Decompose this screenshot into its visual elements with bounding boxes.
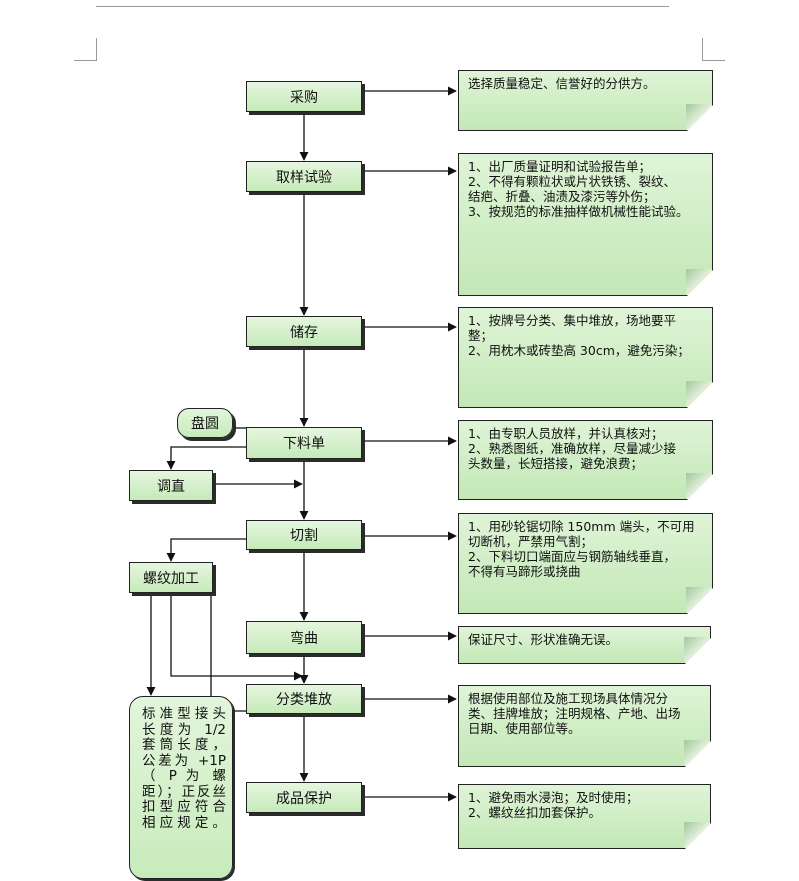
note-bending: 保证尺寸、形状准确无误。	[458, 626, 711, 664]
note-cutting: 1、用砂轮锯切除 150mm 端头，不可用 切断机，严禁用气割； 2、下料切口端…	[458, 513, 713, 614]
step-label: 分类堆放	[276, 692, 332, 708]
arrow-threading-to-main	[170, 593, 303, 681]
note-storage: 1、按牌号分类、集中堆放，场地要平 整； 2、用枕木或砖垫高 30cm，避免污染…	[458, 307, 713, 408]
note-line: 长度为 1/2	[142, 721, 226, 738]
step-cutting: 切割	[246, 520, 362, 550]
note-thread-standard: 标准型接头 长度为 1/2 套筒长度， 公差为 +1P （ P 为 螺 距）；正…	[129, 696, 233, 879]
note-line: 2、熟悉图纸，准确放样，尽量减少接	[468, 441, 676, 456]
side-label: 螺纹加工	[143, 570, 199, 587]
note-line: 扣型应符合	[142, 799, 226, 815]
note-cutting-list: 1、由专职人员放样，并认真核对； 2、熟悉图纸，准确放样，尽量减少接 头数量，长…	[458, 420, 713, 500]
line-threading-to-sorting	[210, 593, 248, 712]
step-storage: 储存	[246, 316, 362, 347]
side-label: 调直	[157, 478, 185, 495]
note-line: （ P 为 螺	[142, 768, 226, 784]
step-label: 弯曲	[290, 630, 318, 647]
note-purchase: 选择质量稳定、信誉好的分供方。	[458, 70, 713, 131]
note-line: 类、挂牌堆放；注明规格、产地、出场	[468, 706, 681, 721]
note-sorting-stacking: 根据使用部位及施工现场具体情况分 类、挂牌堆放；注明规格、产地、出场 日期、使用…	[458, 685, 711, 767]
note-line: 整；	[468, 328, 494, 343]
page-corner-mark-left	[74, 38, 97, 61]
step-label: 下料单	[283, 436, 325, 452]
note-line: 不得有马蹄形或挠曲	[468, 564, 581, 579]
note-line: 公差为 +1P	[142, 752, 226, 769]
page-corner-mark-right	[702, 38, 725, 61]
note-line: 头数量，长短搭接，避免浪费；	[468, 456, 644, 471]
note-line: 根据使用部位及施工现场具体情况分	[468, 691, 669, 706]
note-line: 3、按规范的标准抽样做机械性能试验。	[468, 204, 689, 219]
side-label: 盘圆	[191, 416, 219, 432]
note-line: 选择质量稳定、信誉好的分供方。	[468, 76, 656, 91]
note-line: 保证尺寸、形状准确无误。	[468, 632, 619, 647]
note-line: 标准型接头	[142, 706, 226, 722]
side-coil: 盘圆	[177, 408, 233, 438]
step-cutting-list: 下料单	[246, 427, 362, 459]
note-line: 1、出厂质量证明和试验报告单；	[468, 159, 651, 174]
note-line: 1、由专职人员放样，并认真核对；	[468, 426, 664, 441]
note-product-protection: 1、避免雨水浸泡；及时使用； 2、螺纹丝扣加套保护。	[458, 784, 711, 849]
note-line: 1、避免雨水浸泡；及时使用；	[468, 790, 639, 805]
step-sampling-test: 取样试验	[246, 161, 362, 192]
note-line: 切断机，严禁用气割；	[468, 534, 594, 549]
note-line: 2、用枕木或砖垫高 30cm，避免污染；	[468, 343, 690, 358]
step-label: 切割	[290, 528, 318, 544]
note-line: 相应规定。	[142, 814, 226, 831]
note-line: 结疤、折叠、油渍及漆污等外伤；	[468, 189, 656, 204]
step-label: 成品保护	[276, 790, 332, 807]
step-label: 取样试验	[276, 169, 332, 186]
step-label: 采购	[290, 89, 318, 106]
step-label: 储存	[290, 324, 318, 341]
note-line: 2、下料切口端面应与钢筋轴线垂直，	[468, 549, 676, 564]
note-line: 2、不得有颗粒状或片状铁锈、裂纹、	[468, 174, 676, 189]
note-line: 日期、使用部位等。	[468, 721, 581, 736]
note-line: 距）；正反丝	[142, 783, 226, 800]
note-line: 套筒长度，	[142, 737, 226, 753]
side-thread-processing: 螺纹加工	[129, 562, 213, 593]
arrow-cuttinglist-to-straighten	[166, 446, 246, 470]
step-purchase: 采购	[246, 81, 362, 112]
arrow-cutting-to-threading	[166, 538, 246, 562]
step-product-protection: 成品保护	[246, 782, 362, 813]
note-sampling-test: 1、出厂质量证明和试验报告单； 2、不得有颗粒状或片状铁锈、裂纹、 结疤、折叠、…	[458, 153, 713, 296]
step-bending: 弯曲	[246, 621, 362, 654]
step-sorting-stacking: 分类堆放	[246, 684, 362, 714]
note-line: 2、螺纹丝扣加套保护。	[468, 805, 601, 820]
page-top-border	[96, 6, 669, 7]
note-line: 1、用砂轮锯切除 150mm 端头，不可用	[468, 519, 695, 534]
side-straighten: 调直	[129, 470, 213, 501]
note-line: 1、按牌号分类、集中堆放，场地要平	[468, 313, 676, 328]
